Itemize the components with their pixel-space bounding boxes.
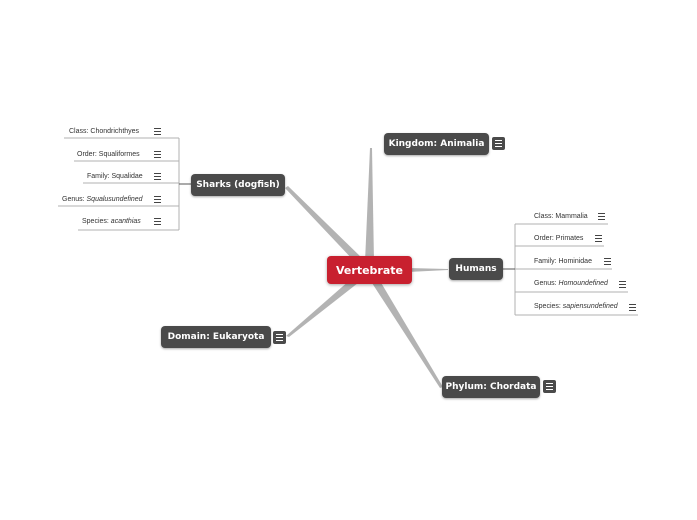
branch-domain xyxy=(286,280,358,337)
central-topic-label: Vertebrate xyxy=(336,263,403,277)
note-icon[interactable] xyxy=(604,258,611,266)
central-topic[interactable]: Vertebrate xyxy=(327,256,412,284)
sharks-subtopic-class[interactable]: Class: Chondrichthyes xyxy=(69,128,140,135)
topic-humans-label: Humans xyxy=(455,264,497,274)
note-icon[interactable] xyxy=(154,173,161,181)
topic-sharks[interactable]: Sharks (dogfish) xyxy=(191,174,285,196)
topic-phylum-label: Phylum: Chordata xyxy=(445,382,537,392)
humans-subtopic-genus[interactable]: Genus: Homoundefined xyxy=(534,280,608,287)
note-icon[interactable] xyxy=(492,137,505,150)
note-icon[interactable] xyxy=(154,196,161,204)
topic-kingdom[interactable]: Kingdom: Animalia xyxy=(384,133,489,155)
topic-domain[interactable]: Domain: Eukaryota xyxy=(161,326,271,348)
note-icon[interactable] xyxy=(629,304,636,312)
branch-humans xyxy=(408,268,448,272)
humans-subtopic-species[interactable]: Species: sapiensundefined xyxy=(534,303,618,310)
topic-sharks-label: Sharks (dogfish) xyxy=(196,180,280,190)
humans-subtopic-family[interactable]: Family: Hominidae xyxy=(534,258,592,265)
sharks-subtopic-order[interactable]: Order: Squaliformes xyxy=(77,151,140,158)
note-icon[interactable] xyxy=(154,128,161,136)
sharks-subtopic-genus[interactable]: Genus: Squalusundefined xyxy=(62,196,143,203)
topic-domain-label: Domain: Eukaryota xyxy=(167,332,265,342)
sharks-subtopic-species[interactable]: Species: acanthias xyxy=(82,218,141,225)
topic-phylum[interactable]: Phylum: Chordata xyxy=(442,376,540,398)
humans-subtopic-class[interactable]: Class: Mammalia xyxy=(534,213,588,220)
note-icon[interactable] xyxy=(273,331,286,344)
note-icon[interactable] xyxy=(598,213,605,221)
topic-humans[interactable]: Humans xyxy=(449,258,503,280)
note-icon[interactable] xyxy=(595,235,602,243)
branch-sharks xyxy=(285,186,364,262)
note-icon[interactable] xyxy=(154,218,161,226)
humans-subtopic-order[interactable]: Order: Primates xyxy=(534,235,584,242)
note-icon[interactable] xyxy=(543,380,556,393)
branch-kingdom xyxy=(365,148,374,262)
branch-phylum xyxy=(372,281,443,388)
topic-kingdom-label: Kingdom: Animalia xyxy=(388,139,485,149)
note-icon[interactable] xyxy=(154,151,161,159)
sharks-subtopic-family[interactable]: Family: Squalidae xyxy=(87,173,143,180)
note-icon[interactable] xyxy=(619,281,626,289)
